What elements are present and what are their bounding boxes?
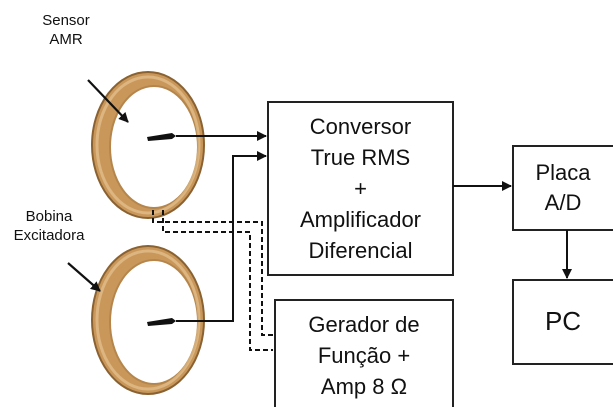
placa-ad-box — [512, 145, 613, 231]
gerador-line-3: Amp 8 Ω — [320, 374, 408, 399]
conversor-line-4: Amplificador — [299, 207, 422, 232]
bobina-label-line1: Bobina — [25, 208, 73, 225]
bobina-label: Bobina Excitadora — [0, 208, 98, 246]
conversor-line-3: + — [354, 176, 367, 201]
conversor-label: Conversor True RMS + Amplificador Difere… — [268, 111, 453, 266]
conversor-box — [267, 101, 454, 276]
pc-box — [512, 279, 613, 365]
bobina-pointer-arrow — [67, 262, 101, 292]
conversor-line-5: Diferencial — [308, 238, 413, 263]
placa-ad-label: Placa A/D — [513, 158, 613, 218]
bobina-lead — [147, 318, 176, 326]
conversor-line-1: Conversor — [309, 114, 412, 139]
gerador-label: Gerador de Função + Amp 8 Ω — [275, 309, 453, 402]
gerador-line-2: Função + — [317, 343, 411, 368]
excitation-dashed-lines — [152, 210, 273, 351]
sensor-label-line1: Sensor — [42, 12, 90, 29]
placa-line-1: Placa — [535, 160, 591, 185]
sensor-coil — [91, 71, 205, 219]
pc-line-1: PC — [544, 306, 582, 336]
bobina-to-conversor-arrow — [176, 151, 267, 322]
placa-line-2: A/D — [544, 190, 582, 215]
gerador-box — [274, 299, 454, 407]
conversor-line-2: True RMS — [310, 145, 411, 170]
pc-label: PC — [513, 304, 613, 338]
bobina-label-line2: Excitadora — [13, 226, 85, 244]
sensor-pointer-arrow — [87, 79, 129, 123]
sensor-label-line2: AMR — [49, 30, 83, 48]
gerador-line-1: Gerador de — [308, 312, 420, 337]
amr-sensor-element — [147, 133, 176, 141]
sensor-label: Sensor AMR — [30, 12, 102, 50]
